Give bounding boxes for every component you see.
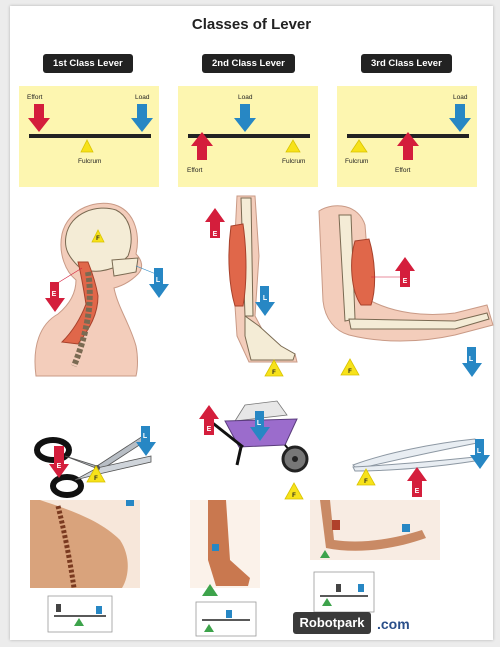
- scissors-handle-top: [34, 437, 72, 463]
- svg-text:F: F: [94, 476, 98, 482]
- effort-arrow: [205, 208, 225, 238]
- lever-bar: [188, 134, 310, 138]
- svg-text:E: E: [52, 291, 57, 298]
- thumb-arm: [320, 500, 426, 551]
- thumb-back: [30, 500, 128, 588]
- svg-text:E: E: [415, 488, 420, 495]
- bicep-muscle: [351, 238, 376, 306]
- thumb-foot: [208, 500, 250, 586]
- load-arrow: [470, 439, 490, 469]
- wheelbarrow-illustration: E L F: [199, 400, 309, 500]
- scissors-handle-bottom: [50, 474, 84, 498]
- svg-text:E: E: [403, 278, 408, 285]
- svg-text:E: E: [213, 231, 218, 238]
- fulcrum-marker: [264, 359, 284, 377]
- svg-text:F: F: [348, 369, 352, 375]
- effort-label: Effort: [27, 94, 43, 101]
- load-label: Load: [135, 94, 150, 101]
- svg-text:F: F: [272, 370, 276, 376]
- panel-first-class: Effort Load Fulcrum: [19, 86, 159, 187]
- load-arrow: [149, 268, 169, 298]
- fulcrum-label: Fulcrum: [345, 158, 368, 165]
- svg-text:F: F: [364, 479, 368, 485]
- load-arrow: [250, 411, 270, 441]
- fulcrum-marker: [356, 468, 376, 486]
- load-arrow: [131, 104, 153, 132]
- lever-classes-figure: Classes of Lever 1st Class Lever 2nd Cla…: [10, 6, 494, 640]
- lever-bar: [29, 134, 151, 138]
- load-arrow: [449, 104, 471, 132]
- effort-arrow: [199, 405, 219, 435]
- header-third-class: 3rd Class Lever: [361, 54, 452, 73]
- effort-arrow: [395, 257, 415, 287]
- svg-text:F: F: [96, 236, 100, 242]
- second-class-diagram: Load Effort Fulcrum: [187, 94, 310, 174]
- load-label: Load: [238, 94, 253, 101]
- panel-third-class: Load Fulcrum Effort: [337, 86, 477, 187]
- svg-text:E: E: [207, 426, 212, 433]
- third-class-diagram: Load Fulcrum Effort: [345, 94, 471, 174]
- svg-text:L: L: [143, 433, 148, 440]
- effort-arrow: [397, 132, 419, 160]
- calf-muscle: [228, 223, 247, 307]
- effort-arrow: [407, 467, 427, 497]
- fulcrum-label: Fulcrum: [78, 158, 101, 165]
- robotpark-domain: .com: [377, 616, 410, 632]
- header-second-class: 2nd Class Lever: [202, 54, 295, 73]
- foot-bones: [244, 315, 296, 361]
- effort-arrow: [191, 132, 213, 160]
- effort-arrow: [45, 282, 65, 312]
- first-class-diagram: Effort Load Fulcrum: [27, 94, 153, 165]
- fulcrum-triangle: [350, 139, 368, 153]
- svg-text:E: E: [57, 463, 62, 470]
- thumbnail-strip: [30, 500, 440, 637]
- header-first-class: 1st Class Lever: [43, 54, 133, 73]
- neck-illustration: F E L: [34, 202, 169, 377]
- load-label: Load: [453, 94, 468, 101]
- thumb-diagram-2: [195, 601, 257, 637]
- svg-text:L: L: [263, 295, 268, 302]
- load-arrow: [136, 426, 156, 456]
- panel-second-class: Load Effort Fulcrum: [178, 86, 318, 187]
- effort-label: Effort: [187, 167, 203, 174]
- tweezers-illustration: F E L: [352, 438, 490, 497]
- thumb-diagram-1: [47, 595, 113, 633]
- svg-text:L: L: [477, 448, 482, 455]
- fulcrum-marker: [340, 358, 360, 376]
- load-line: [135, 265, 157, 275]
- spine: [71, 271, 93, 368]
- figure-title: Classes of Lever: [191, 16, 312, 33]
- fulcrum-marker: [91, 229, 105, 243]
- svg-text:L: L: [156, 277, 161, 284]
- fulcrum-triangle: [285, 139, 301, 153]
- effort-arrow: [49, 446, 69, 478]
- scissors-illustration: E F L: [34, 426, 156, 498]
- jaw: [111, 257, 139, 277]
- load-arrow: [255, 286, 275, 316]
- forearm-bones: [348, 312, 490, 330]
- effort-line: [55, 267, 83, 285]
- fulcrum-marker: [284, 482, 304, 500]
- svg-text:L: L: [257, 420, 262, 427]
- arm-illustration: E F L: [318, 205, 494, 377]
- load-arrow: [234, 104, 256, 132]
- effort-label: Effort: [395, 167, 411, 174]
- fulcrum-label: Fulcrum: [282, 158, 305, 165]
- svg-text:F: F: [292, 493, 296, 499]
- wheelbarrow-leg: [235, 446, 243, 466]
- foot-illustration: E L F: [205, 195, 298, 377]
- effort-arrow: [28, 104, 50, 132]
- svg-text:L: L: [469, 356, 474, 363]
- robotpark-logo: Robotpark: [293, 612, 371, 634]
- load-arrow: [462, 347, 482, 377]
- fulcrum-marker: [86, 465, 106, 483]
- fulcrum-triangle: [80, 139, 94, 153]
